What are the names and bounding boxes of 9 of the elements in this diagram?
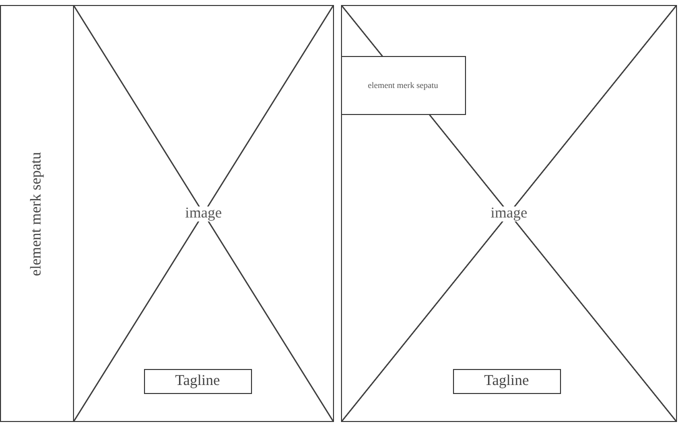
overlay-panel: element merk sepatu xyxy=(340,56,466,114)
crossed-image-frame xyxy=(73,5,334,422)
side-panel xyxy=(0,5,74,422)
frame-label: image xyxy=(184,206,223,221)
vertical-label: element merk sepatu xyxy=(30,151,44,276)
tagline-banner: Tagline xyxy=(452,368,560,394)
crossed-image-frame xyxy=(341,5,677,422)
tagline-banner: Tagline xyxy=(144,368,252,394)
frame-label: image xyxy=(490,206,528,221)
